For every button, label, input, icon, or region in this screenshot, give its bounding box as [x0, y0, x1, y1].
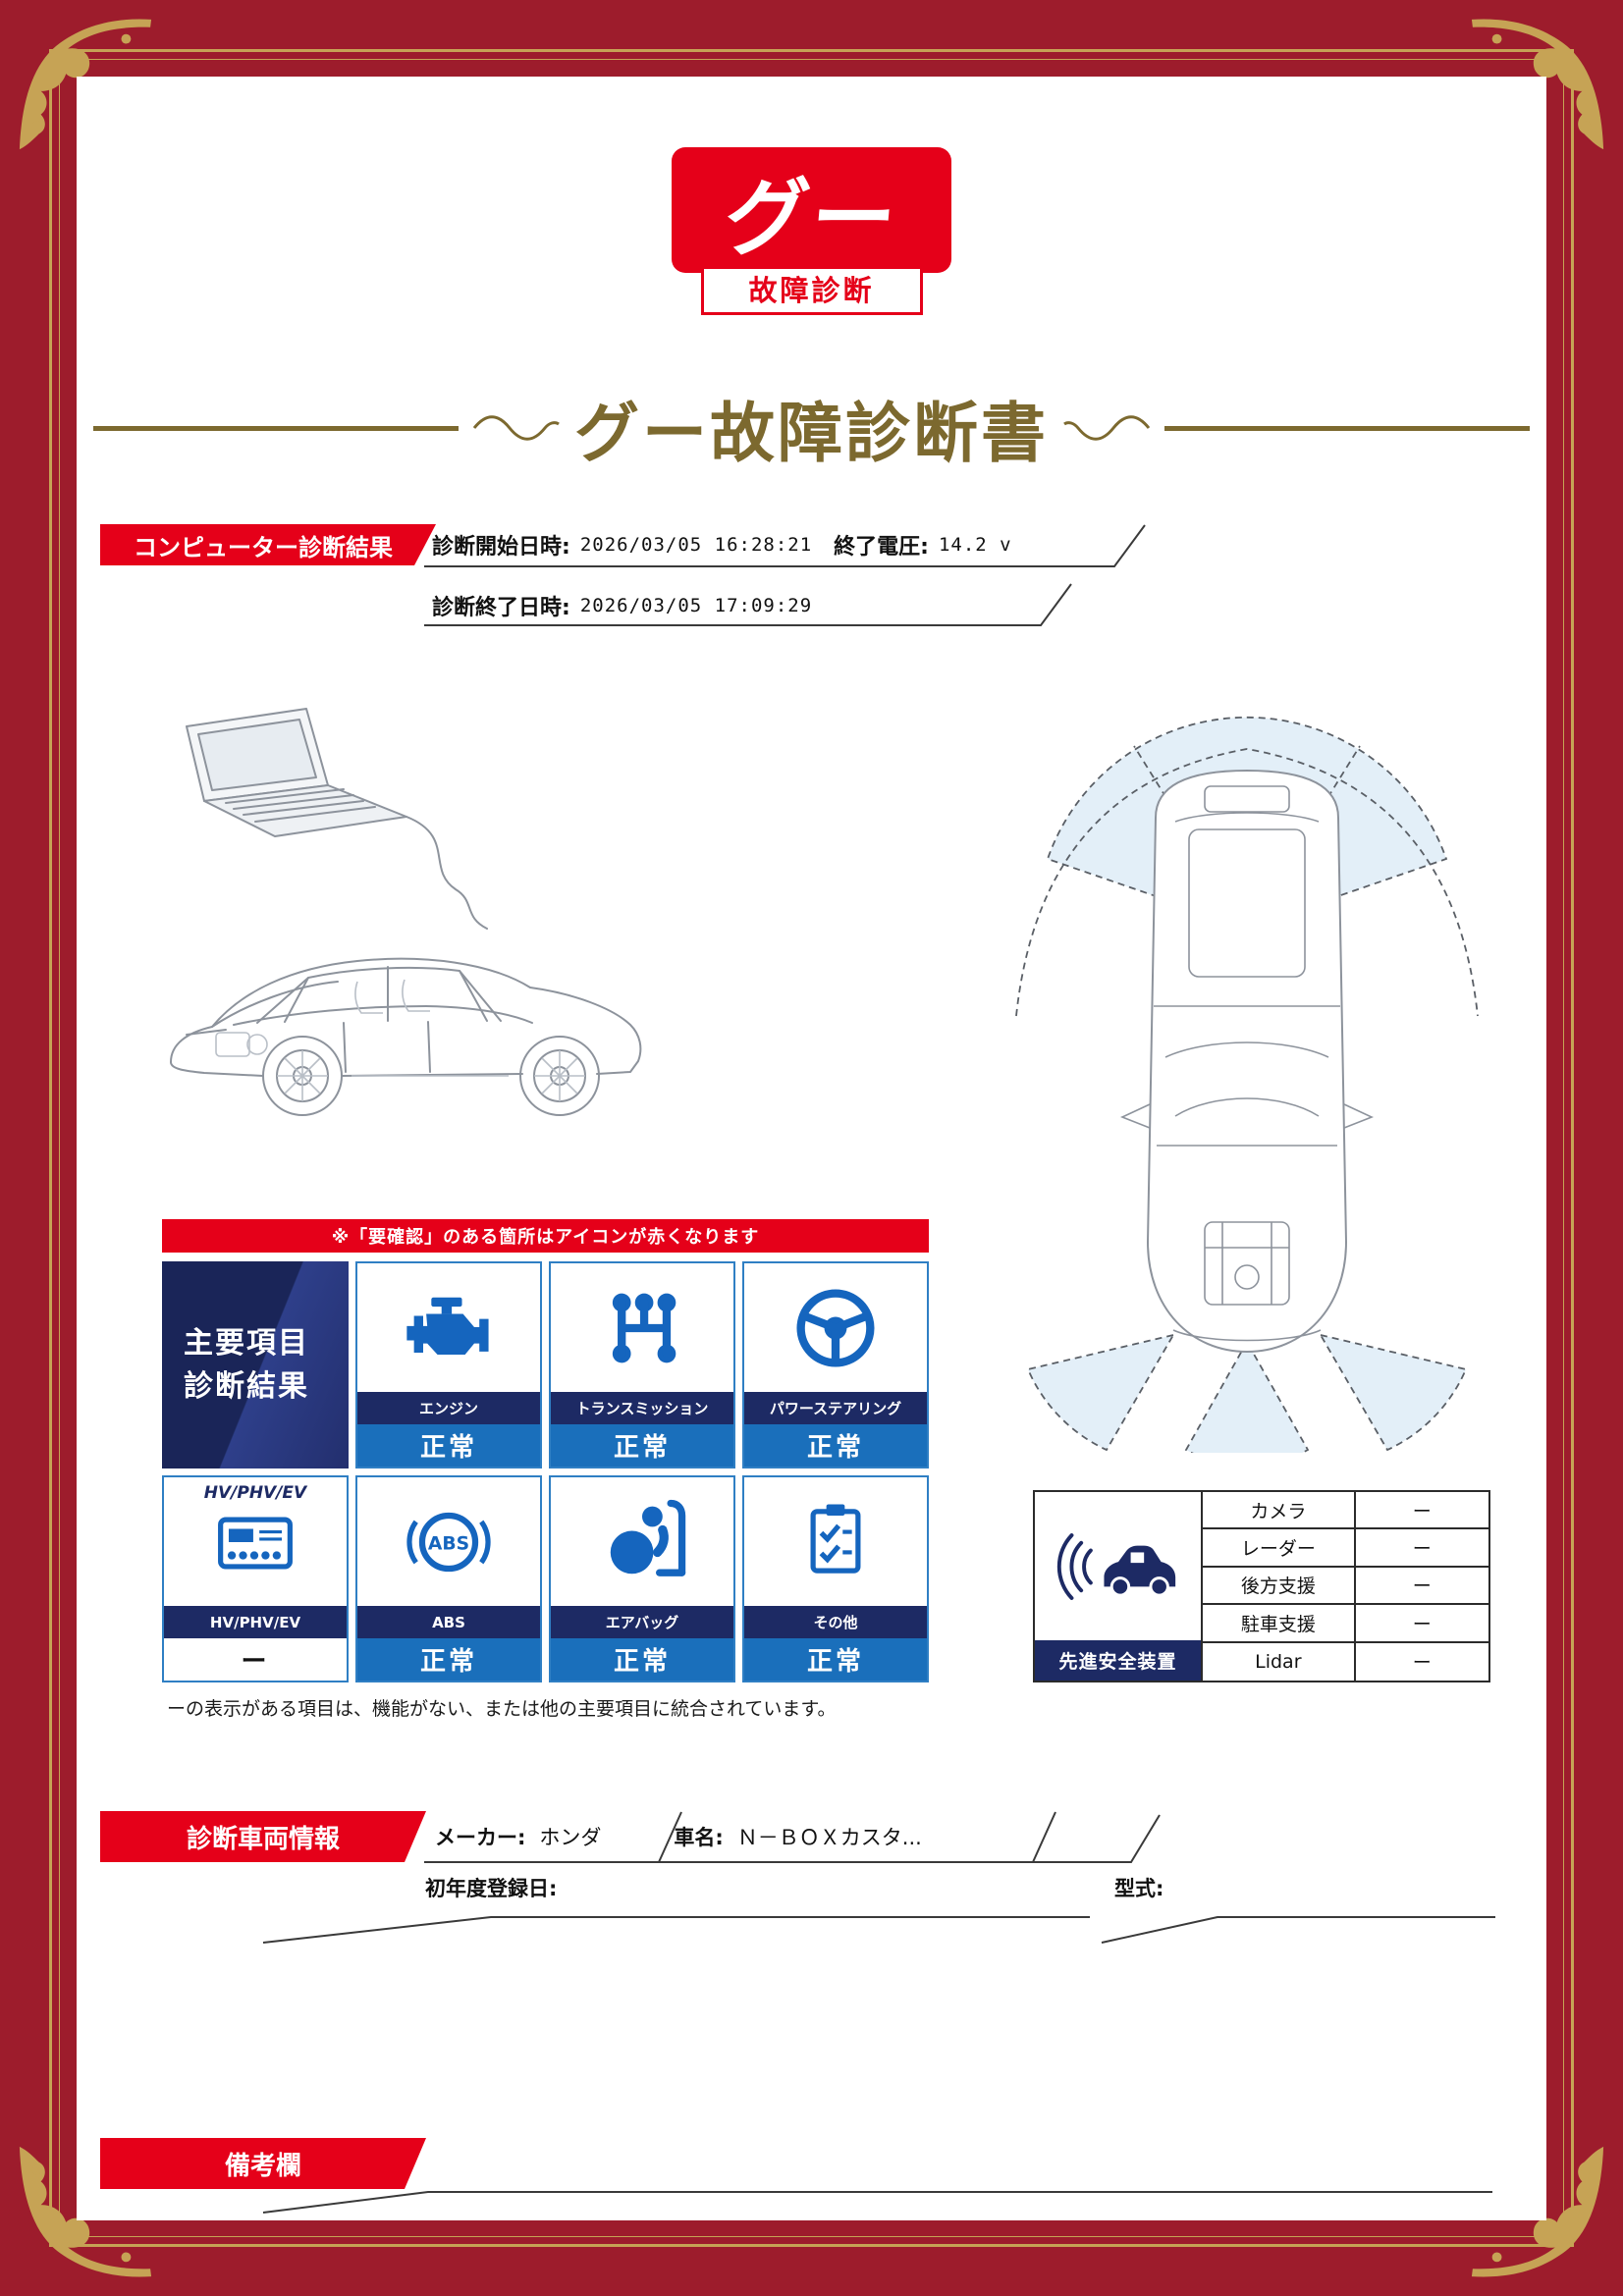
diagnostic-item-engine: エンジン 正常	[355, 1261, 542, 1468]
report-title-row: グー故障診断書	[93, 381, 1530, 475]
diagnostic-item-status: 正常	[744, 1424, 927, 1467]
advanced-safety-caption: 先進安全装置	[1035, 1640, 1201, 1681]
diagnosis-end-value: 2026/03/05 17:09:29	[579, 595, 813, 616]
abs-icon: ABS	[357, 1477, 540, 1606]
diagnosis-start-label: 診断開始日時:	[432, 535, 570, 560]
corner-ornament-icon	[1471, 19, 1604, 150]
corner-ornament-icon	[19, 2146, 152, 2277]
car-name-value: Ｎ－ＢＯＸカスタ...	[736, 1826, 922, 1849]
page-title: グー故障診断書	[574, 396, 1049, 471]
hv-overlay-label: HV/PHV/EV	[203, 1483, 307, 1503]
safety-row-name: レーダー	[1203, 1529, 1356, 1568]
svg-text:ABS: ABS	[428, 1533, 469, 1554]
computer-diagnosis-banner: コンピューター診断結果	[100, 524, 436, 565]
main-results-header: 主要項目 診断結果	[162, 1261, 349, 1468]
airbag-icon	[551, 1477, 733, 1606]
diagnostic-item-status: 正常	[357, 1638, 540, 1681]
title-rule-left	[93, 425, 459, 431]
main-results-header-line2: 診断結果	[184, 1368, 309, 1404]
clipboard-check-icon	[744, 1477, 927, 1606]
safety-row-value: ー	[1355, 1568, 1488, 1606]
red-icon-notice: ※「要確認」のある箇所はアイコンが赤くなります	[162, 1219, 929, 1253]
diagnosis-end-label: 診断終了日時:	[432, 596, 570, 620]
engine-icon	[357, 1263, 540, 1392]
diagnostic-item-label: パワーステアリング	[744, 1392, 927, 1424]
advanced-safety-table: カメラ ー レーダー ー 後方支援 ー 駐車支援 ー Lidar ー	[1203, 1492, 1488, 1681]
diagnostic-item-status: 正常	[551, 1424, 733, 1467]
main-results-header-line1: 主要項目	[184, 1326, 309, 1361]
vehicle-info-banner: 診断車両情報	[100, 1811, 426, 1862]
steering-wheel-icon	[744, 1263, 927, 1392]
diagnostic-item-status: 正常	[744, 1638, 927, 1681]
end-voltage-value: 14.2 v	[938, 534, 1012, 556]
diagnostic-item-label: その他	[744, 1606, 927, 1638]
safety-row-name: Lidar	[1203, 1642, 1356, 1681]
diagnostic-laptop-car-illustration	[170, 708, 642, 1116]
maker-label: メーカー:	[435, 1826, 526, 1849]
goo-logo-subtitle: 故障診断	[700, 266, 923, 315]
diagnostic-item-status: 正常	[357, 1424, 540, 1467]
diagnostic-item-status: ー	[164, 1638, 347, 1681]
diagnostic-item-label: ABS	[357, 1606, 540, 1638]
safety-row-value: ー	[1355, 1529, 1488, 1568]
safety-row-value: ー	[1355, 1605, 1488, 1643]
diagnostic-item-label: エンジン	[357, 1392, 540, 1424]
corner-ornament-icon	[1471, 2146, 1604, 2277]
sensor-coverage-car-illustration	[1015, 716, 1479, 1453]
advanced-safety-left: 先進安全装置	[1035, 1492, 1203, 1681]
car-name-label: 車名:	[674, 1826, 724, 1849]
safety-row-name: カメラ	[1203, 1492, 1356, 1530]
diagnostic-item-transmission: トランスミッション 正常	[549, 1261, 735, 1468]
results-footnote: ーの表示がある項目は、機能がない、または他の主要項目に統合されています。	[167, 1698, 837, 1720]
connected-car-icon	[1035, 1492, 1201, 1640]
diagnosis-start-row: 診断開始日時: 2026/03/05 16:28:21 終了電圧: 14.2 v	[432, 524, 1012, 565]
end-voltage-label: 終了電圧:	[834, 535, 929, 560]
first-registration-label: 初年度登録日:	[425, 1877, 558, 1900]
diagnosis-start-value: 2026/03/05 16:28:21	[579, 534, 813, 556]
corner-ornament-icon	[19, 19, 152, 150]
goo-logo: グー 故障診断	[672, 147, 951, 315]
hv-unit-icon: HV/PHV/EV	[164, 1477, 347, 1606]
transmission-icon	[551, 1263, 733, 1392]
safety-row-value: ー	[1412, 1652, 1432, 1675]
title-flourish-left-icon	[472, 415, 560, 441]
diagnostic-item-abs: ABS ABS 正常	[355, 1475, 542, 1682]
title-flourish-right-icon	[1063, 415, 1151, 441]
diagnostic-item-label: トランスミッション	[551, 1392, 733, 1424]
diagnostic-item-label: エアバッグ	[551, 1606, 733, 1638]
diagnostic-item-airbag: エアバッグ 正常	[549, 1475, 735, 1682]
vehicle-info-row1: メーカー: ホンダ 車名: Ｎ－ＢＯＸカスタ...	[435, 1811, 922, 1862]
diagnostic-item-power-steering: パワーステアリング 正常	[742, 1261, 929, 1468]
diagnosis-end-row: 診断終了日時: 2026/03/05 17:09:29	[432, 585, 812, 626]
main-results-grid: 主要項目 診断結果 エンジン 正常	[162, 1261, 929, 1682]
maker-value: ホンダ	[539, 1826, 602, 1849]
safety-row-name: 駐車支援	[1203, 1605, 1356, 1643]
safety-row-value: ー	[1355, 1492, 1488, 1530]
diagnostic-item-other: その他 正常	[742, 1475, 929, 1682]
remarks-banner: 備考欄	[100, 2138, 426, 2189]
model-code-label: 型式:	[1114, 1877, 1164, 1900]
goo-logo-mark: グー	[672, 147, 951, 273]
goo-logo-text: グー	[720, 169, 902, 268]
diagnostic-item-status: 正常	[551, 1638, 733, 1681]
diagnostic-item-hv-phv-ev: HV/PHV/EV HV/PHV/EV ー	[162, 1475, 349, 1682]
diagnostic-item-label: HV/PHV/EV	[164, 1606, 347, 1638]
title-rule-right	[1164, 425, 1530, 431]
safety-row-name: 後方支援	[1203, 1567, 1356, 1606]
advanced-safety-widget: 先進安全装置 カメラ ー レーダー ー 後方支援 ー 駐車支援 ー Lidar …	[1033, 1490, 1490, 1682]
